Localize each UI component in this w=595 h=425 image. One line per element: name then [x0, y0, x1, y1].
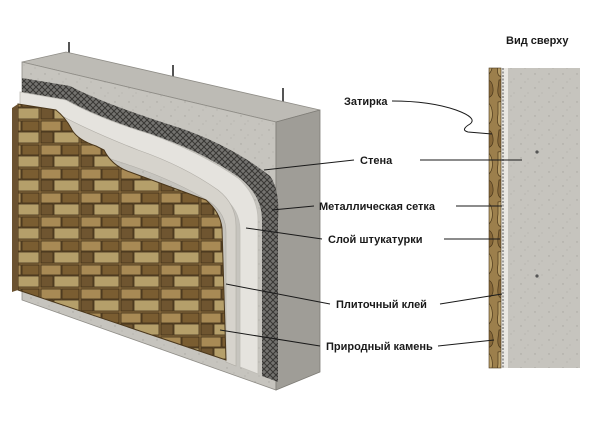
section-concrete: [507, 68, 580, 368]
section-anchor-2: [535, 274, 539, 278]
section-plaster: [500, 68, 508, 368]
leader-plaster-left: [245, 227, 323, 240]
top-view-section: Вид сверху: [488, 35, 580, 369]
label-natural-stone: Природный камень: [326, 341, 433, 353]
top-view-title: Вид сверху: [506, 35, 569, 47]
leader-tile-adhesive-right: [439, 293, 503, 305]
label-wall: Стена: [360, 155, 393, 167]
leader-mesh-left: [271, 205, 315, 211]
label-plaster: Слой штукатурки: [328, 234, 423, 246]
stone-edge: [12, 104, 18, 292]
leader-grout: [391, 100, 493, 135]
section-anchor-1: [535, 150, 539, 154]
label-grout: Затирка: [344, 96, 388, 108]
section-stone: [488, 67, 502, 369]
leader-tile-adhesive-left: [225, 283, 331, 305]
tile-adhesive-layer: [17, 107, 237, 367]
label-mesh: Металлическая сетка: [319, 201, 436, 213]
callouts: Затирка Стена Металлическая сетка Слой ш…: [219, 96, 522, 353]
wall-block: [12, 42, 321, 391]
leader-natural-stone-right: [437, 339, 495, 347]
metal-mesh-layer: [22, 78, 279, 382]
wall-side-face: [275, 109, 321, 391]
leader-natural-stone-left: [219, 329, 321, 347]
natural-stone-cladding: [17, 103, 227, 361]
leader-wall-left: [263, 159, 355, 171]
label-tile-adhesive: Плиточный клей: [336, 299, 427, 311]
